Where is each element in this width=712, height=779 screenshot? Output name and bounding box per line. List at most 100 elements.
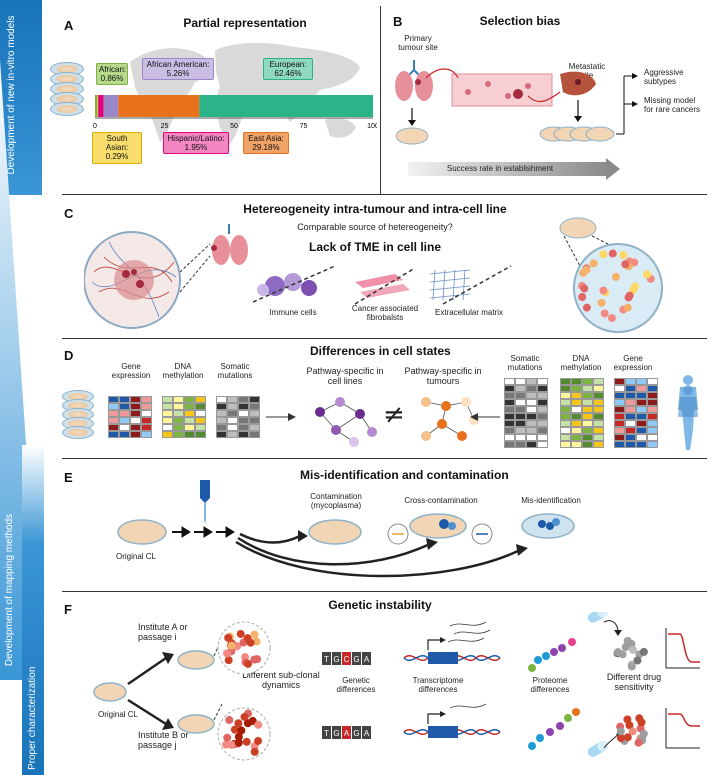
band-bottom-label: Proper characterization xyxy=(27,666,38,770)
seq-bot-base-4 xyxy=(362,726,371,739)
dna-helix-top-icon xyxy=(403,621,501,664)
lungs-icon-c xyxy=(211,224,248,265)
pathway-tum-label: Pathway-specific in tumours xyxy=(404,366,482,387)
immune-label: Immune cells xyxy=(269,308,317,317)
dose-response-top xyxy=(665,628,700,669)
seq-bot-base-2 xyxy=(342,726,351,739)
seq-top-letter-0: T xyxy=(324,655,329,664)
divider-2 xyxy=(62,338,707,339)
panel-a-title: Partial representation xyxy=(183,16,307,30)
tick-label-1: 25 xyxy=(161,123,169,130)
primary-label: Primary tumour site xyxy=(398,34,438,53)
network-tumours xyxy=(421,397,479,441)
cell-line-dish-c xyxy=(559,217,663,333)
dna-helix-bottom-icon xyxy=(403,703,501,738)
label-european: European: 62.46% xyxy=(263,58,313,81)
label-african-american: African American: 5.26% xyxy=(142,58,214,81)
seq-top-base-0 xyxy=(322,652,331,665)
dna-methylation-heatmap xyxy=(162,396,206,438)
bar-segment-2 xyxy=(98,95,104,117)
seq-top-letter-4: A xyxy=(364,655,370,664)
label-african: African: 0.86% xyxy=(96,63,128,86)
dna-meth-label-r: DNA methylation xyxy=(560,354,602,373)
label-east-asia: East Asia: 29.18% xyxy=(243,132,289,155)
misidentification-label: Mis-identification xyxy=(521,496,581,505)
divider-1 xyxy=(62,194,707,195)
institute-b-label: Institute B or passage j xyxy=(138,730,189,751)
missing-label: Missing model for rare cancers xyxy=(644,96,701,115)
panel-d-title: Differences in cell states xyxy=(310,344,451,358)
institute-a-label: Institute A or passage i xyxy=(138,622,188,643)
panel-d-letter: D xyxy=(64,348,74,363)
panel-a-letter: A xyxy=(64,18,74,33)
somatic-label: Somatic mutations xyxy=(217,362,253,381)
arrow-to-network-cl xyxy=(266,413,296,421)
panel-e-letter: E xyxy=(64,470,73,485)
panel-e-title: Mis-identification and contamination xyxy=(300,468,509,482)
gene-expr-label: Gene expression xyxy=(111,362,151,381)
panel-f-letter: F xyxy=(64,602,72,617)
dna-methylation-heatmap-tumour xyxy=(560,378,604,448)
tme-illustration xyxy=(252,265,512,305)
protein-bottom-icon xyxy=(528,708,580,750)
genetic-label: Genetic differences xyxy=(336,676,376,695)
seq-top-letter-1: G xyxy=(333,655,339,664)
success-label: Success rate in establishment xyxy=(446,164,554,173)
fibroblast-icon xyxy=(355,274,410,298)
success-rate-arrow xyxy=(408,162,608,176)
band-top-shape xyxy=(0,0,42,195)
network-cell-lines xyxy=(315,397,377,447)
seq-bot-letter-2: A xyxy=(344,729,350,738)
panel-b-letter: B xyxy=(393,14,403,29)
band-bottom-shape xyxy=(22,445,44,775)
tick-label-0: 0 xyxy=(93,123,97,130)
panel-b-title: Selection bias xyxy=(479,14,561,28)
not-equal-sign: ≠ xyxy=(383,400,405,430)
dish-stack-a xyxy=(50,62,86,122)
side-band-bottom xyxy=(22,445,44,775)
seq-top-base-4 xyxy=(362,652,371,665)
cross-contamination-label: Cross-contamination xyxy=(404,496,478,505)
seq-bot-letter-0: T xyxy=(324,729,329,738)
pill-bottom-icon xyxy=(587,740,609,757)
label-south-asian: South Asian: 0.29% xyxy=(92,132,142,164)
bar-segment-1 xyxy=(97,95,99,117)
tick-label-2: 50 xyxy=(230,123,238,130)
panel-c-subtitle: Lack of TME in cell line xyxy=(308,240,442,254)
somatic-mutation-heatmap xyxy=(216,396,260,438)
drug-label: Different drug sensitivity xyxy=(606,672,662,693)
seq-top-letter-3: G xyxy=(353,655,359,664)
contamination-illustration xyxy=(117,480,575,578)
original-cl-label-e: Original CL xyxy=(115,552,156,561)
tick-label-4: 100 xyxy=(367,123,377,130)
success-arrow-head xyxy=(606,158,620,180)
seq-bot-base-0 xyxy=(322,726,331,739)
gene-expr-label-r: Gene expression xyxy=(613,354,653,373)
panel-f-title: Genetic instability xyxy=(328,598,432,612)
dish-stack-d xyxy=(62,390,98,450)
panel-c-title: Hetereogeneity intra-tumour and intra-ce… xyxy=(243,202,507,216)
seq-top-base-1 xyxy=(332,652,341,665)
pill-top-icon xyxy=(587,612,609,623)
seq-bot-letter-4: A xyxy=(364,729,370,738)
pipette-icon xyxy=(200,480,210,524)
panel-c-letter: C xyxy=(64,206,74,221)
divider-3 xyxy=(62,458,707,459)
contamination-label: Contamination (mycoplasma) xyxy=(310,492,362,511)
arrow-from-tumour-data xyxy=(470,413,500,421)
gene-expression-heatmap xyxy=(108,396,152,438)
somatic-mutation-heatmap-tumour xyxy=(504,378,548,448)
heterogeneity-question: Comparable source of hetereogeneity? xyxy=(297,222,453,232)
bar-segment-4 xyxy=(118,95,200,117)
aggressive-label: Aggressive subtypes xyxy=(644,68,684,87)
lungs-icon xyxy=(395,60,433,101)
bar-segment-0 xyxy=(95,95,98,117)
pathway-cl-label: Pathway-specific in cell lines xyxy=(306,366,384,387)
divider-4 xyxy=(62,591,707,592)
human-figures-icon xyxy=(678,375,698,450)
dna-meth-label: DNA methylation xyxy=(162,362,204,381)
seq-bot-letter-1: G xyxy=(333,729,339,738)
band-mid-label: Development of mapping methods xyxy=(4,513,15,667)
